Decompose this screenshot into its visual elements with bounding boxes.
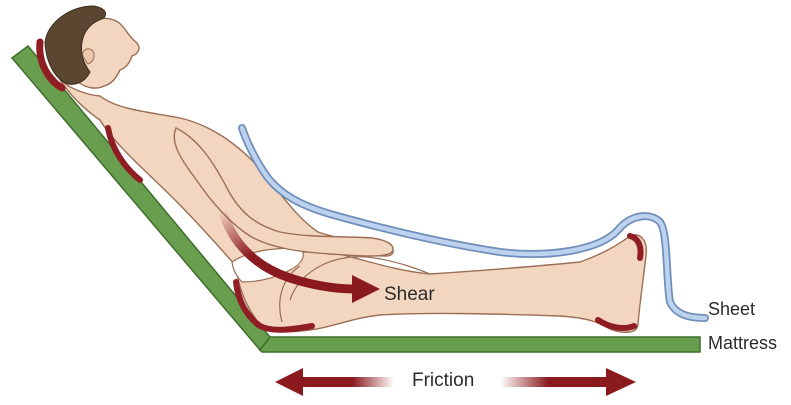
head [45,6,139,88]
friction-arrow-left-head [275,368,303,396]
mattress-base [260,337,700,352]
mattress-label: Mattress [708,334,777,352]
friction-arrow-left-shaft [302,377,394,387]
shear-label: Shear [384,285,435,304]
friction-arrow-right-shaft [500,377,608,387]
sheet-label: Sheet [708,300,755,318]
friction-label: Friction [412,371,474,390]
friction-arrow-right-head [606,368,636,396]
